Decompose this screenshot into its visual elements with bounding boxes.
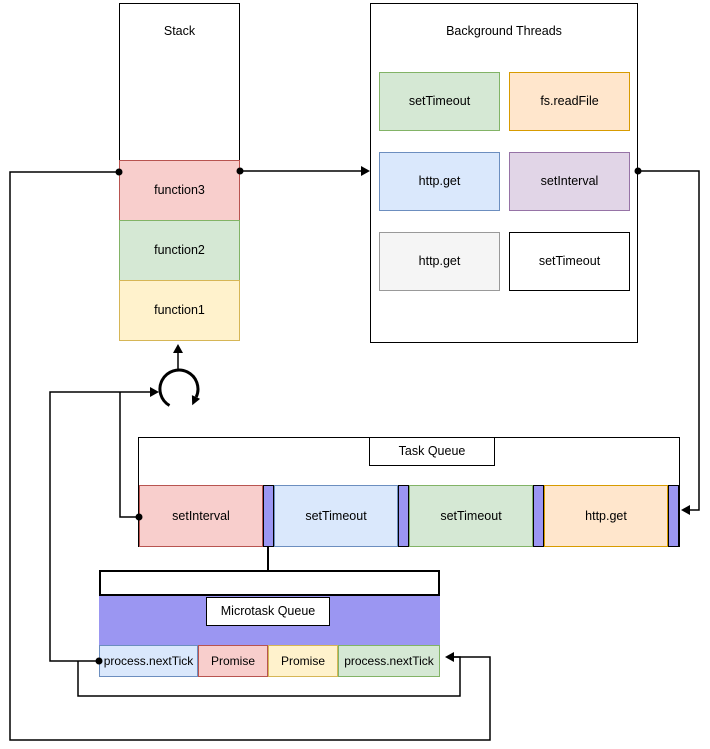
bg-thread-setinterval: setInterval [509, 152, 630, 211]
arrowhead-into-microtask [445, 652, 454, 662]
bg-thread-label: setInterval [540, 174, 599, 188]
arrowhead-into-stack [173, 344, 183, 353]
event-loop-icon-arrowhead [191, 395, 201, 406]
stack-frame-label: function3 [154, 183, 205, 197]
tq-item-label: setTimeout [305, 508, 367, 523]
connector-taskqueue-to-eventloop [119, 392, 139, 518]
microtask-queue-lid [99, 570, 440, 596]
bg-thread-label: http.get [418, 254, 461, 268]
mt-item-label: process.nextTick [344, 653, 434, 668]
bg-thread-httpget-1: http.get [379, 152, 500, 211]
event-loop-icon [158, 368, 200, 407]
microtask-queue-title: Microtask Queue [220, 604, 316, 618]
stack-frame-label: function1 [154, 303, 205, 317]
tq-item-settimeout-2: setTimeout [409, 485, 533, 547]
bg-thread-settimeout-2: setTimeout [509, 232, 630, 291]
microtask-queue-title-box: Microtask Queue [206, 597, 330, 626]
background-threads-title: Background Threads [446, 24, 562, 38]
arrowhead-into-eventloop [150, 387, 159, 397]
tq-item-settimeout-1: setTimeout [274, 485, 398, 547]
bg-thread-label: setTimeout [538, 254, 601, 268]
mt-item-label: process.nextTick [103, 653, 194, 668]
tq-item-label: http.get [585, 508, 627, 523]
mt-item-promise-2: Promise [268, 645, 338, 677]
arrowhead-into-threads [361, 166, 370, 176]
tq-divider-1 [263, 485, 274, 547]
bg-thread-label: fs.readFile [540, 94, 599, 108]
stack-frame-function1: function1 [119, 280, 240, 341]
tq-item-setinterval: setInterval [139, 485, 263, 547]
bg-thread-label: setTimeout [408, 94, 471, 108]
tq-divider-3 [533, 485, 544, 547]
bg-thread-fsreadfile: fs.readFile [509, 72, 630, 131]
tq-divider-2 [398, 485, 409, 547]
task-queue-title-box: Task Queue [369, 437, 495, 466]
stack-frame-label: function2 [154, 243, 205, 257]
arrowhead-into-taskqueue [681, 505, 690, 515]
stack-title: Stack [163, 24, 196, 38]
mt-item-promise-1: Promise [198, 645, 268, 677]
bg-thread-settimeout-1: setTimeout [379, 72, 500, 131]
tq-item-label: setInterval [172, 508, 230, 523]
tq-divider-4 [668, 485, 679, 547]
tq-item-httpget: http.get [544, 485, 668, 547]
bg-thread-label: http.get [418, 174, 461, 188]
mt-item-label: Promise [210, 653, 255, 668]
stack-frame-function2: function2 [119, 220, 240, 281]
stack-frame-function3: function3 [119, 160, 240, 221]
mt-item-label: Promise [280, 653, 325, 668]
tq-item-label: setTimeout [440, 508, 502, 523]
mt-item-processnexttick-2: process.nextTick [338, 645, 440, 677]
bg-thread-httpget-2: http.get [379, 232, 500, 291]
task-queue-title: Task Queue [398, 444, 466, 458]
mt-item-processnexttick-1: process.nextTick [99, 645, 198, 677]
